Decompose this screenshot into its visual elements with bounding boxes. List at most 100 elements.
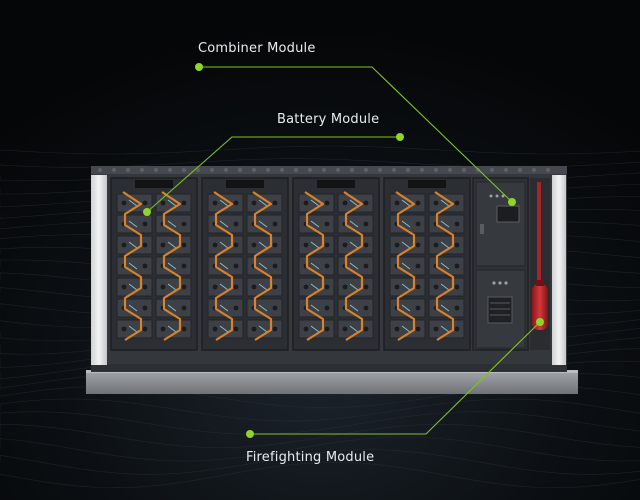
rail-bolt xyxy=(433,167,439,173)
dot-icon xyxy=(246,430,254,438)
dot-icon xyxy=(143,208,151,216)
pack-terminal xyxy=(454,326,460,332)
rack-vent xyxy=(408,180,446,188)
pack-terminal xyxy=(142,221,148,227)
rail-bolt xyxy=(461,167,467,173)
pack-wire xyxy=(310,325,320,333)
pack-terminal xyxy=(454,305,460,311)
pack-wire xyxy=(219,241,229,249)
dot-icon xyxy=(396,133,404,141)
pack-terminal xyxy=(342,242,348,248)
battery-pack xyxy=(116,235,153,255)
pack-terminal xyxy=(363,200,369,206)
pack-wire xyxy=(440,283,450,291)
pack-wire xyxy=(128,262,138,270)
battery-racks xyxy=(110,177,471,351)
pack-terminal xyxy=(233,221,239,227)
rail-bolt xyxy=(335,167,341,173)
pack-terminal xyxy=(415,263,421,269)
pack-wire xyxy=(401,325,411,333)
pack-wire xyxy=(401,199,411,207)
pack-terminal xyxy=(324,221,330,227)
callout-lines xyxy=(146,66,541,435)
rail-bolt xyxy=(503,167,509,173)
pack-wire xyxy=(440,304,450,312)
pack-terminal xyxy=(233,305,239,311)
pack-terminal xyxy=(251,200,257,206)
firefighting-module-label: Firefighting Module xyxy=(246,450,375,465)
pack-terminal xyxy=(142,200,148,206)
pack-wire xyxy=(310,304,320,312)
pack-terminal xyxy=(363,242,369,248)
pack-wire xyxy=(258,283,268,291)
battery-pack xyxy=(207,193,244,213)
pack-wire xyxy=(167,220,177,228)
pack-terminal xyxy=(181,221,187,227)
pack-terminal xyxy=(212,326,218,332)
pack-terminal xyxy=(212,242,218,248)
dot-icon xyxy=(195,63,203,71)
pack-terminal xyxy=(121,242,127,248)
pack-wire xyxy=(258,241,268,249)
pack-wire xyxy=(349,220,359,228)
battery-rack xyxy=(201,177,289,351)
pack-wire xyxy=(128,283,138,291)
pack-terminal xyxy=(415,200,421,206)
busbar xyxy=(252,191,273,341)
pack-wire xyxy=(349,199,359,207)
battery-pack xyxy=(389,193,426,213)
container-top-rail xyxy=(91,166,567,174)
pack-terminal xyxy=(433,242,439,248)
pack-wire xyxy=(167,199,177,207)
pack-terminal xyxy=(394,326,400,332)
pack-terminal xyxy=(121,284,127,290)
pack-terminal xyxy=(303,326,309,332)
fire-extinguisher-icon xyxy=(532,284,548,330)
pack-terminal xyxy=(454,200,460,206)
pack-terminal xyxy=(142,284,148,290)
cabinet-handle xyxy=(480,224,484,234)
rail-bolt xyxy=(321,167,327,173)
firefighting-callout-line xyxy=(250,321,541,435)
top-rail-bolts xyxy=(97,167,551,173)
rail-bolt xyxy=(97,167,103,173)
battery-pack xyxy=(116,319,153,339)
pack-wire xyxy=(310,220,320,228)
pack-wire xyxy=(401,304,411,312)
pack-terminal xyxy=(394,284,400,290)
pack-terminal xyxy=(272,326,278,332)
pack-wire xyxy=(219,283,229,291)
pack-terminal xyxy=(181,242,187,248)
pack-terminal xyxy=(181,284,187,290)
pack-terminal xyxy=(303,284,309,290)
container-base xyxy=(86,370,578,394)
battery-pack xyxy=(207,277,244,297)
pack-wire xyxy=(128,325,138,333)
display-screen-icon xyxy=(496,205,520,223)
combiner-callout-line xyxy=(199,66,513,203)
battery-pack xyxy=(207,235,244,255)
pack-wire xyxy=(219,304,229,312)
pack-terminal xyxy=(433,284,439,290)
pack-wire xyxy=(440,199,450,207)
rail-bolt xyxy=(265,167,271,173)
rail-bolt xyxy=(279,167,285,173)
pack-wire xyxy=(349,283,359,291)
busbar xyxy=(213,191,234,341)
pack-wire xyxy=(258,325,268,333)
pack-wire xyxy=(310,199,320,207)
battery-pack xyxy=(428,193,465,213)
battery-pack xyxy=(298,319,335,339)
pack-wire xyxy=(440,325,450,333)
pack-wire xyxy=(219,199,229,207)
pack-wire xyxy=(310,262,320,270)
pack-terminal xyxy=(342,284,348,290)
pack-wire xyxy=(349,262,359,270)
battery-module-label: Battery Module xyxy=(277,112,380,127)
pack-terminal xyxy=(324,326,330,332)
pack-terminal xyxy=(142,242,148,248)
pack-wire xyxy=(167,304,177,312)
pack-terminal xyxy=(415,326,421,332)
rail-bolt xyxy=(181,167,187,173)
